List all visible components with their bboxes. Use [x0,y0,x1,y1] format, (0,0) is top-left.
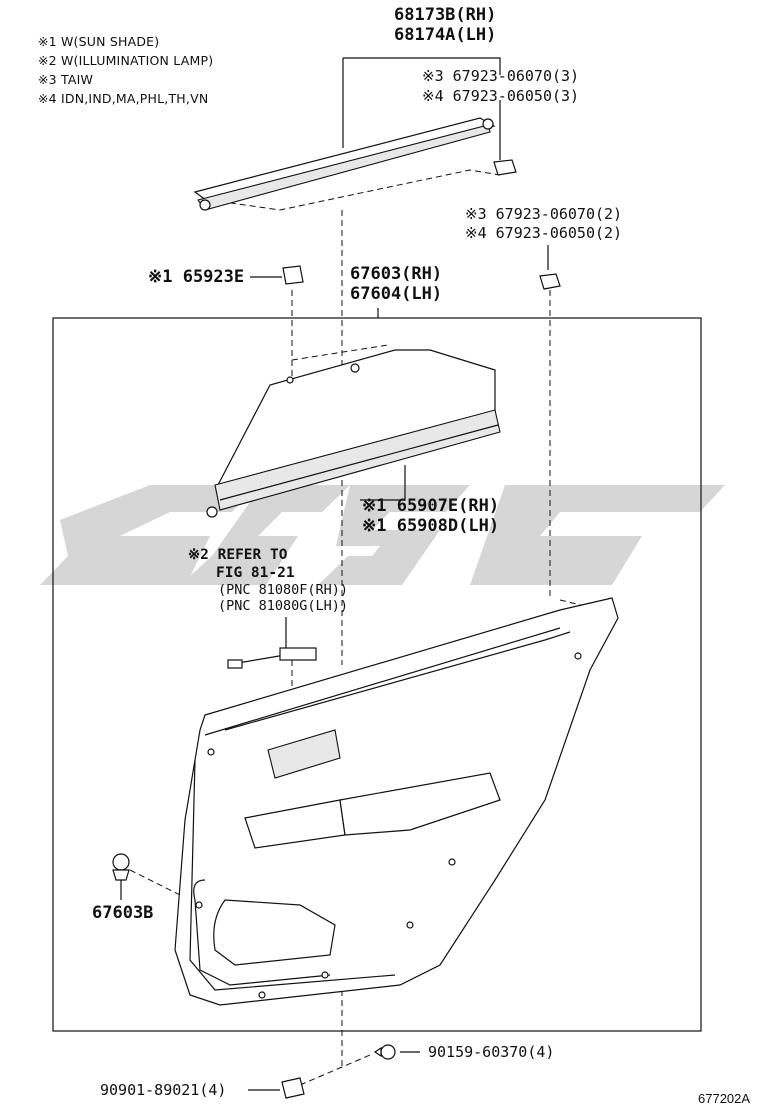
figure-number: 677202A [698,1091,751,1106]
label-68174a[interactable]: 68174A(LH) [394,25,497,45]
screw-part-90159 [373,1044,396,1060]
label-67604[interactable]: 67604(LH) [350,284,443,304]
label-fig-ref[interactable]: FIG 81-21 [216,565,295,581]
label-67603b[interactable]: 67603B [92,903,154,923]
lamp-cable-part [227,647,317,669]
watermark-logo [40,485,725,585]
label-pnc-lh: (PNC 81080G(LH)) [218,598,349,614]
weatherstrip-part [193,117,496,211]
label-67923-06050-3[interactable]: ※4 67923-06050(3) [422,87,580,105]
note-3: ※3 TAIW [38,72,94,87]
label-67603[interactable]: 67603(RH) [350,264,443,284]
panel-frame [52,317,702,1032]
clip-part-67603b [112,853,130,881]
label-90901-89021[interactable]: 90901-89021(4) [100,1081,227,1099]
label-65923e[interactable]: ※1 65923E [148,267,245,287]
label-67923-06070-2[interactable]: ※3 67923-06070(2) [465,205,623,223]
label-65907e[interactable]: ※1 65907E(RH) [362,496,500,516]
clip-part-right [539,273,561,290]
label-refer-to: ※2 REFER TO [188,547,288,563]
clip-part-top [493,159,517,176]
note-1: ※1 W(SUN SHADE) [38,34,160,49]
label-pnc-rh: (PNC 81080F(RH)) [218,582,349,598]
clip-part-90901 [281,1077,305,1099]
door-trim-panel [174,597,619,1006]
label-68173b[interactable]: 68173B(RH) [394,5,497,25]
sun-shade-part [206,349,501,518]
label-67923-06050-2[interactable]: ※4 67923-06050(2) [465,224,623,242]
label-65908d[interactable]: ※1 65908D(LH) [362,516,500,536]
label-67923-06070-3[interactable]: ※3 67923-06070(3) [422,67,580,85]
clip-part-65923e [282,265,304,285]
note-4: ※4 IDN,IND,MA,PHL,TH,VN [38,91,209,106]
label-90159-60370[interactable]: 90159-60370(4) [428,1043,555,1061]
note-2: ※2 W(ILLUMINATION LAMP) [38,53,214,68]
